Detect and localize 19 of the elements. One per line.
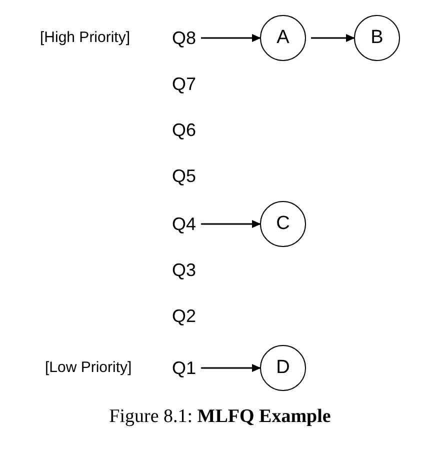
queue-label: Q5 xyxy=(172,165,196,187)
arrow xyxy=(311,34,355,42)
process-circle: B xyxy=(354,15,400,61)
process-circle: A xyxy=(260,15,306,61)
queue-label: Q8 xyxy=(172,27,196,49)
queue-label: Q1 xyxy=(172,357,196,379)
arrow xyxy=(201,220,261,228)
queue-label: Q7 xyxy=(172,73,196,95)
priority-label: [Low Priority] xyxy=(45,358,132,378)
queue-label: Q2 xyxy=(172,305,196,327)
arrow xyxy=(201,34,261,42)
process-circle: D xyxy=(260,345,306,391)
queue-label: Q3 xyxy=(172,259,196,281)
queue-label: Q4 xyxy=(172,213,196,235)
figure-caption: Figure 8.1: MLFQ Example xyxy=(108,406,332,428)
queue-label: Q6 xyxy=(172,119,196,141)
arrow xyxy=(201,364,261,372)
priority-label: [High Priority] xyxy=(40,28,130,48)
process-circle: C xyxy=(260,201,306,247)
